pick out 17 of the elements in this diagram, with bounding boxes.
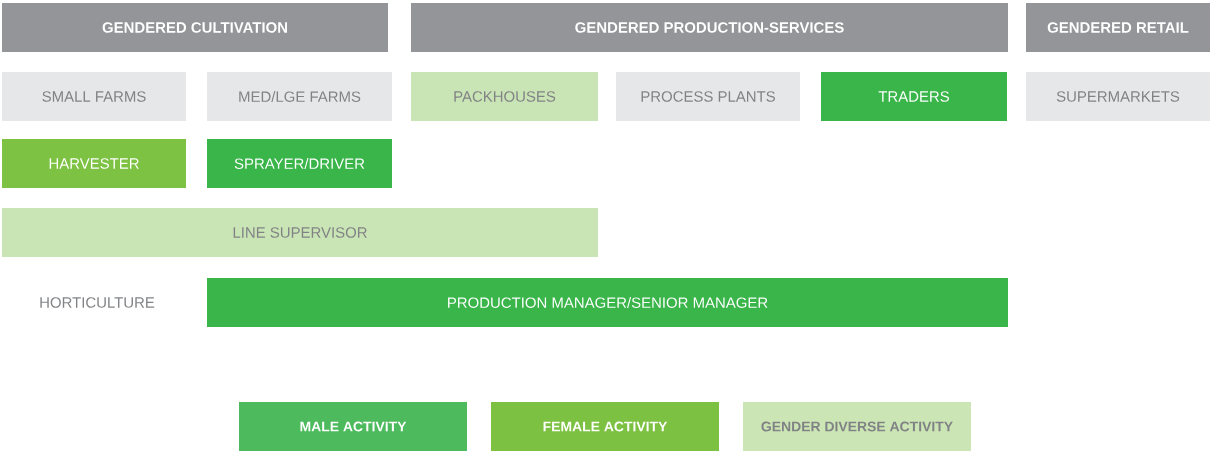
legend-item: MALE ACTIVITY xyxy=(239,402,467,451)
column-header: GENDERED PRODUCTION-SERVICES xyxy=(411,3,1008,52)
column-header: GENDERED RETAIL xyxy=(1026,3,1210,52)
role-box: SPRAYER/DRIVER xyxy=(207,139,392,188)
category-box: PROCESS PLANTS xyxy=(616,72,800,121)
column-header: GENDERED CULTIVATION xyxy=(2,3,388,52)
category-box: SMALL FARMS xyxy=(2,72,186,121)
category-box: MED/LGE FARMS xyxy=(207,72,392,121)
row-label: HORTICULTURE xyxy=(40,297,155,308)
category-box: SUPERMARKETS xyxy=(1026,72,1210,121)
role-box: HARVESTER xyxy=(2,139,186,188)
role-box: PRODUCTION MANAGER/SENIOR MANAGER xyxy=(207,278,1008,327)
role-box: LINE SUPERVISOR xyxy=(2,208,598,257)
role-box: PACKHOUSES xyxy=(411,72,598,121)
role-box: TRADERS xyxy=(821,72,1007,121)
legend-item: GENDER DIVERSE ACTIVITY xyxy=(743,402,971,451)
legend-item: FEMALE ACTIVITY xyxy=(491,402,719,451)
